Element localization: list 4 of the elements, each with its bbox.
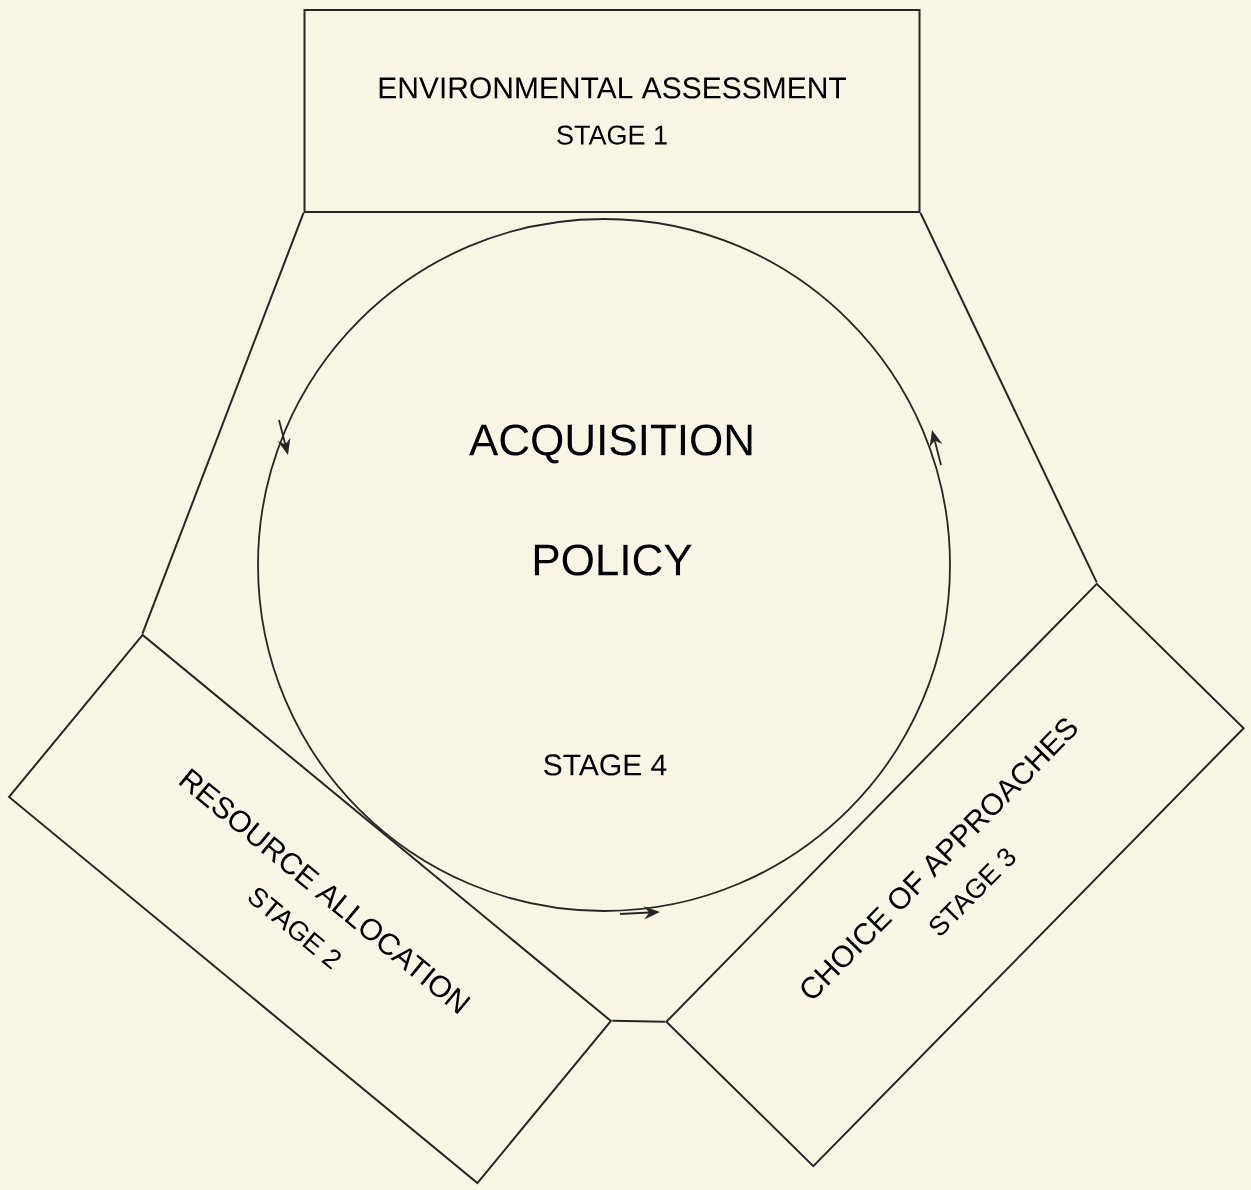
connector-line <box>141 212 305 635</box>
connector-line <box>919 212 1098 584</box>
connector-line <box>611 1019 666 1023</box>
stage-box: ENVIRONMENTAL ASSESSMENT STAGE 1 <box>303 9 921 213</box>
